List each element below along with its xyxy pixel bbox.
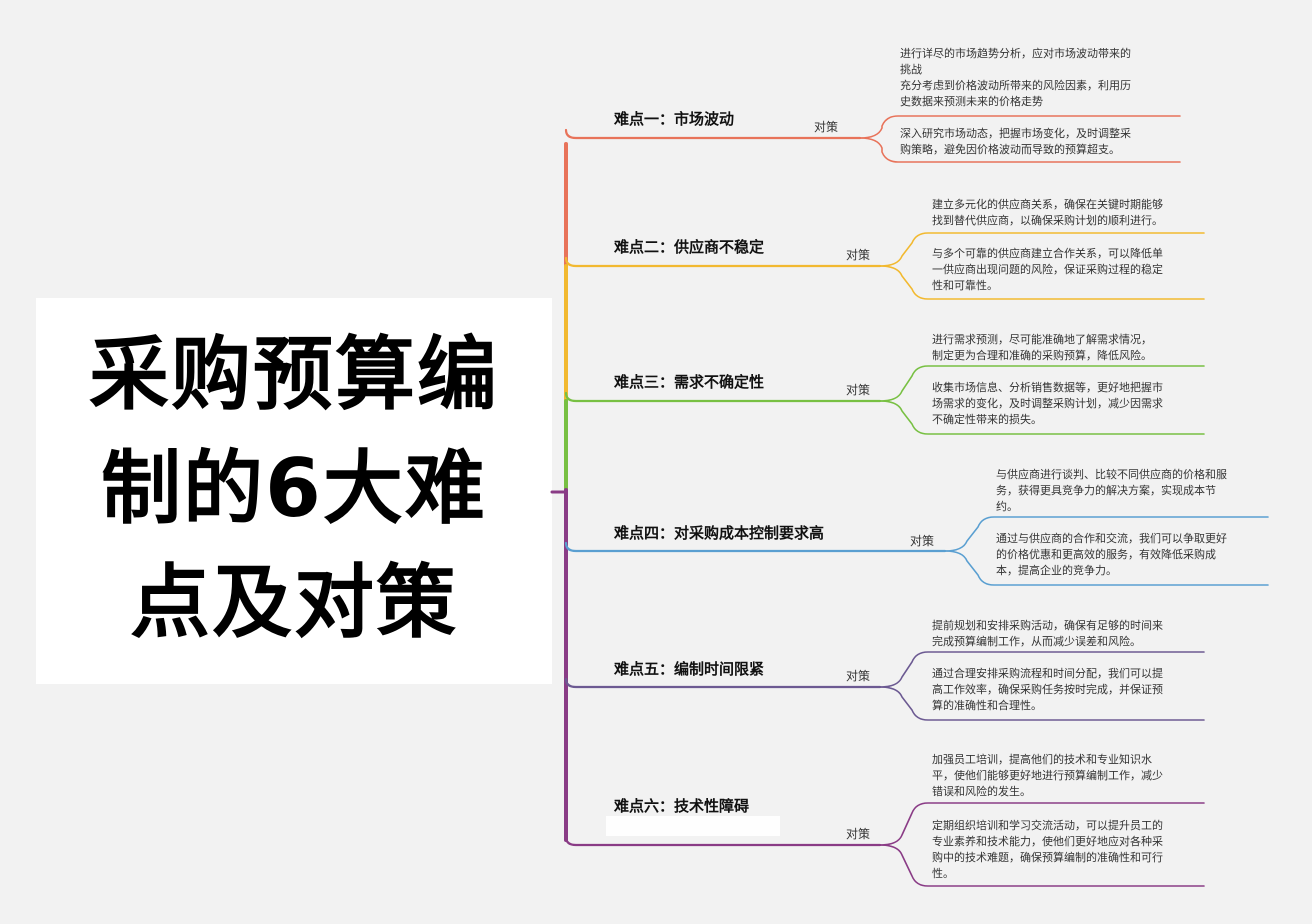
strategy-label-1: 对策: [814, 120, 839, 134]
measure-2-2: 与多个可靠的供应商建立合作关系，可以降低单 一供应商出现问题的风险，保证采购过程…: [932, 247, 1163, 292]
measure-line-2-2: [879, 265, 1205, 300]
topic-6: 难点六：技术性障碍: [614, 797, 750, 815]
branch-line-5: [564, 677, 882, 689]
title-card: [36, 298, 552, 684]
measure-3-2: 收集市场信息、分析销售数据等，更好地把握市 场需求的变化，及时调整采购计划，减少…: [932, 381, 1163, 426]
topic-4: 难点四：对采购成本控制要求高: [614, 524, 825, 542]
measure-5-2: 通过合理安排采购流程和时间分配，我们可以提 高工作效率，确保采购任务按时完成，并…: [932, 667, 1163, 712]
measure-line-6-2: [879, 844, 1205, 887]
blurred-mark: [606, 816, 780, 836]
branch-line-3: [564, 391, 882, 403]
strategy-label-3: 对策: [846, 383, 871, 397]
main-title: 采购预算编 制的6大难 点及对策: [36, 318, 552, 660]
measure-1-2: 深入研究市场动态，把握市场变化，及时调整采 购策略，避免因价格波动而导致的预算超…: [900, 127, 1131, 156]
measure-line-6-1: [879, 802, 1205, 846]
measure-2-1: 建立多元化的供应商关系，确保在关键时期能够 找到替代供应商，以确保采购计划的顺利…: [932, 198, 1163, 227]
branch-line-1: [564, 128, 862, 140]
measure-line-3-2: [879, 400, 1205, 435]
measure-line-1-1: [859, 115, 1181, 139]
strategy-label-4: 对策: [910, 534, 935, 548]
topic-3: 难点三：需求不确定性: [614, 373, 765, 391]
measure-6-2: 定期组织培训和学习交流活动，可以提升员工的 专业素养和技术能力，使他们更好地应对…: [932, 819, 1163, 880]
measure-line-1-2: [859, 137, 1181, 163]
topic-5: 难点五：编制时间限紧: [614, 660, 765, 678]
topic-1: 难点一：市场波动: [614, 110, 735, 128]
measure-line-3-1: [879, 365, 1205, 402]
measure-line-5-2: [879, 686, 1205, 721]
title-line-2: 制的6大难: [101, 442, 487, 535]
strategy-label-2: 对策: [846, 248, 871, 262]
title-line-1: 采购预算编: [89, 328, 499, 421]
branch-line-6: [564, 835, 882, 847]
branch-line-2: [564, 256, 882, 268]
strategy-label-6: 对策: [846, 827, 871, 841]
measure-line-4-1: [944, 516, 1269, 552]
measure-4-2: 通过与供应商的合作和交流，我们可以争取更好 的价格优惠和更高效的服务，有效降低采…: [996, 532, 1227, 577]
strategy-label-5: 对策: [846, 669, 871, 683]
measure-line-2-1: [879, 232, 1205, 267]
measure-line-4-2: [944, 550, 1269, 586]
measure-4-1: 与供应商进行谈判、比较不同供应商的价格和服 务，获得更具竞争力的解决方案，实现成…: [996, 468, 1227, 513]
measure-3-1: 进行需求预测，尽可能准确地了解需求情况， 制定更为合理和准确的采购预算，降低风险…: [932, 333, 1152, 362]
measure-6-1: 加强员工培训，提高他们的技术和专业知识水 平，使他们能够更好地进行预算编制工作，…: [932, 753, 1163, 798]
branch-line-4: [564, 541, 947, 553]
measure-5-1: 提前规划和安排采购活动，确保有足够的时间来 完成预算编制工作，从而减少误差和风险…: [932, 619, 1163, 648]
topic-2: 难点二：供应商不稳定: [614, 238, 765, 256]
measure-1-1: 进行详尽的市场趋势分析，应对市场波动带来的 挑战 充分考虑到价格波动所带来的风险…: [900, 47, 1131, 108]
measure-line-5-1: [879, 651, 1205, 688]
title-line-3: 点及对策: [130, 556, 458, 649]
